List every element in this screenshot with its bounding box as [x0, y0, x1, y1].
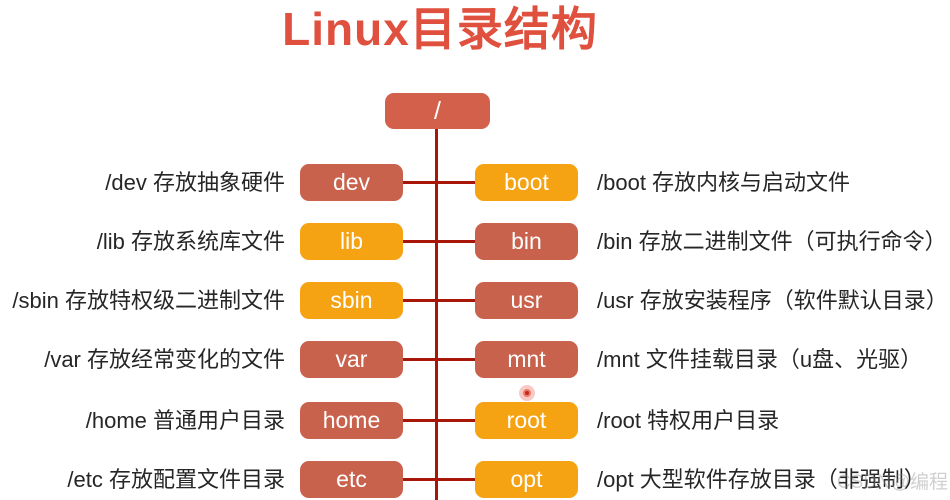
connector-line	[398, 419, 482, 422]
tree-row: /var 存放经常变化的文件 var mnt /mnt 文件挂载目录（u盘、光驱…	[0, 341, 950, 378]
page-title: Linux目录结构	[282, 3, 598, 55]
dir-description-usr: /usr 存放安装程序（软件默认目录）	[597, 288, 948, 313]
dir-node-var: var	[300, 341, 403, 378]
connector-line	[398, 240, 482, 243]
tree-row: /lib 存放系统库文件 lib bin /bin 存放二进制文件（可执行命令）	[0, 223, 950, 260]
tree-row: /etc 存放配置文件目录 etc opt /opt 大型软件存放目录（非强制）	[0, 461, 950, 498]
dir-node-usr: usr	[475, 282, 578, 319]
dir-node-sbin: sbin	[300, 282, 403, 319]
dir-description-lib: /lib 存放系统库文件	[96, 229, 285, 254]
connector-line	[398, 299, 482, 302]
dir-description-dev: /dev 存放抽象硬件	[105, 170, 285, 195]
dir-node-bin: bin	[475, 223, 578, 260]
dir-node-opt: opt	[475, 461, 578, 498]
dir-node-mnt: mnt	[475, 341, 578, 378]
dir-node-boot: boot	[475, 164, 578, 201]
root-node: /	[385, 93, 490, 129]
dir-description-bin: /bin 存放二进制文件（可执行命令）	[597, 229, 947, 254]
tree-row: /home 普通用户目录 home root /root 特权用户目录	[0, 402, 950, 439]
dir-node-root: root	[475, 402, 578, 439]
dir-description-mnt: /mnt 文件挂载目录（u盘、光驱）	[597, 347, 923, 372]
dir-description-var: /var 存放经常变化的文件	[44, 347, 285, 372]
dir-description-opt: /opt 大型软件存放目录（非强制）	[597, 467, 926, 492]
dir-node-lib: lib	[300, 223, 403, 260]
dir-description-home: /home 普通用户目录	[85, 408, 285, 433]
tree-trunk-line	[435, 128, 438, 500]
pointer-dot-indicator	[519, 385, 535, 401]
watermark: CSDN@编程	[836, 472, 948, 493]
dir-description-sbin: /sbin 存放特权级二进制文件	[12, 288, 285, 313]
connector-line	[398, 358, 482, 361]
dir-node-dev: dev	[300, 164, 403, 201]
dir-description-root: /root 特权用户目录	[597, 408, 780, 433]
dir-node-etc: etc	[300, 461, 403, 498]
dir-node-home: home	[300, 402, 403, 439]
dir-description-boot: /boot 存放内核与启动文件	[597, 170, 851, 195]
connector-line	[398, 181, 482, 184]
tree-row: /dev 存放抽象硬件 dev boot /boot 存放内核与启动文件	[0, 164, 950, 201]
connector-line	[398, 478, 482, 481]
dir-description-etc: /etc 存放配置文件目录	[67, 467, 285, 492]
tree-row: /sbin 存放特权级二进制文件 sbin usr /usr 存放安装程序（软件…	[0, 282, 950, 319]
